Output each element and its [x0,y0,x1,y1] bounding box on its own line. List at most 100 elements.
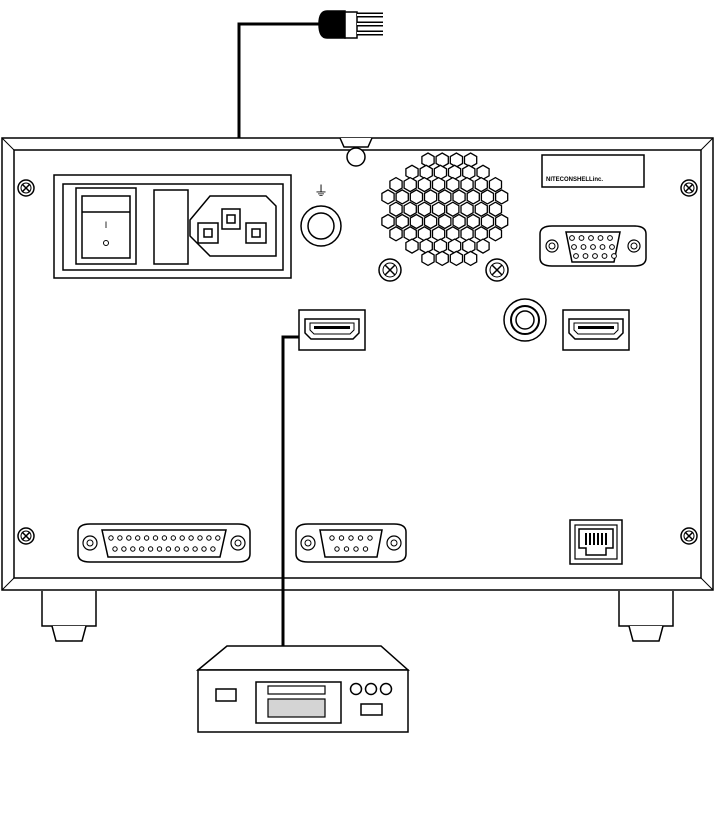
grille-hole [477,165,489,179]
grille-hole [489,202,501,216]
grille-hole [434,165,446,179]
grille-hole [453,190,465,204]
grille-hole [447,178,459,192]
grille-hole [496,190,508,204]
corner-screw-icon [681,180,697,196]
db25-port [78,524,250,562]
pin [581,245,586,250]
grille-hole [390,227,402,241]
switch-on-mark: I [105,220,108,230]
pin [202,547,206,551]
grille-hole [467,215,479,229]
grille-hole [404,227,416,241]
grille-screw-right [486,259,508,281]
pin [144,536,148,540]
grille-hole [475,227,487,241]
pin [570,236,575,241]
grille-hole [461,227,473,241]
grille-hole [449,165,461,179]
grille-screw-left [379,259,401,281]
pin [127,536,131,540]
grille-hole [406,239,418,253]
pin [358,536,362,540]
rj-contact [597,533,599,545]
pin [583,254,588,259]
pin [113,547,117,551]
pin [122,547,126,551]
pin [354,547,358,551]
grille-hole [433,178,445,192]
grille-hole [447,202,459,216]
pin [339,536,343,540]
foot-right [619,591,673,641]
grille-hole [439,215,451,229]
grille-hole [390,178,402,192]
pin [344,547,348,551]
pin [335,547,339,551]
pin [184,547,188,551]
grille-hole [463,239,475,253]
grille-hole [481,215,493,229]
grille-hole [447,227,459,241]
grille-hole [449,239,461,253]
logo-label: NITECONSHELLinc. [542,155,644,187]
logo-text: NITECONSHELLinc. [546,177,603,183]
pin [574,254,579,259]
corner-screw-icon [18,180,34,196]
foot-left [42,591,96,641]
pin [589,236,594,241]
pin [602,254,607,259]
pin [118,536,122,540]
grille-hole [481,190,493,204]
rj-contact [589,533,591,545]
pin [593,254,598,259]
grille-hole [396,190,408,204]
grille-hole [404,178,416,192]
grille-hole [450,251,462,265]
grille-hole [434,239,446,253]
grille-hole [461,178,473,192]
grille-hole [475,178,487,192]
grille-hole [467,190,479,204]
pin [171,536,175,540]
power-switch[interactable]: I [76,188,136,264]
grille-hole [461,202,473,216]
rj-contact [585,533,587,545]
corner-screw-icon [681,528,697,544]
recorder-knob-2 [366,684,377,695]
grille-hole [436,153,448,167]
pin [136,536,140,540]
grille-hole [410,190,422,204]
rj-contact [601,533,603,545]
vga-port [540,226,646,266]
pin [175,547,179,551]
pin [166,547,170,551]
audio-jack [504,299,546,341]
rj-contact [593,533,595,545]
grille-hole [420,165,432,179]
grille-hole [465,251,477,265]
recorder-button [216,689,236,701]
pin [600,245,605,250]
pin [211,547,215,551]
hdmi-port-right [563,310,629,350]
ground-symbol: ⏚ [314,184,328,200]
grille-hole [425,190,437,204]
pin [193,547,197,551]
pin [579,236,584,241]
grille-hole [496,215,508,229]
pin [608,236,613,241]
pin [140,547,144,551]
grille-hole [436,251,448,265]
grille-hole [396,215,408,229]
pin [610,245,615,250]
pin [157,547,161,551]
pin [153,536,157,540]
pin [330,536,334,540]
db9-port [296,524,406,562]
grille-hole [425,215,437,229]
grille-hole [453,215,465,229]
grille-hole [489,227,501,241]
